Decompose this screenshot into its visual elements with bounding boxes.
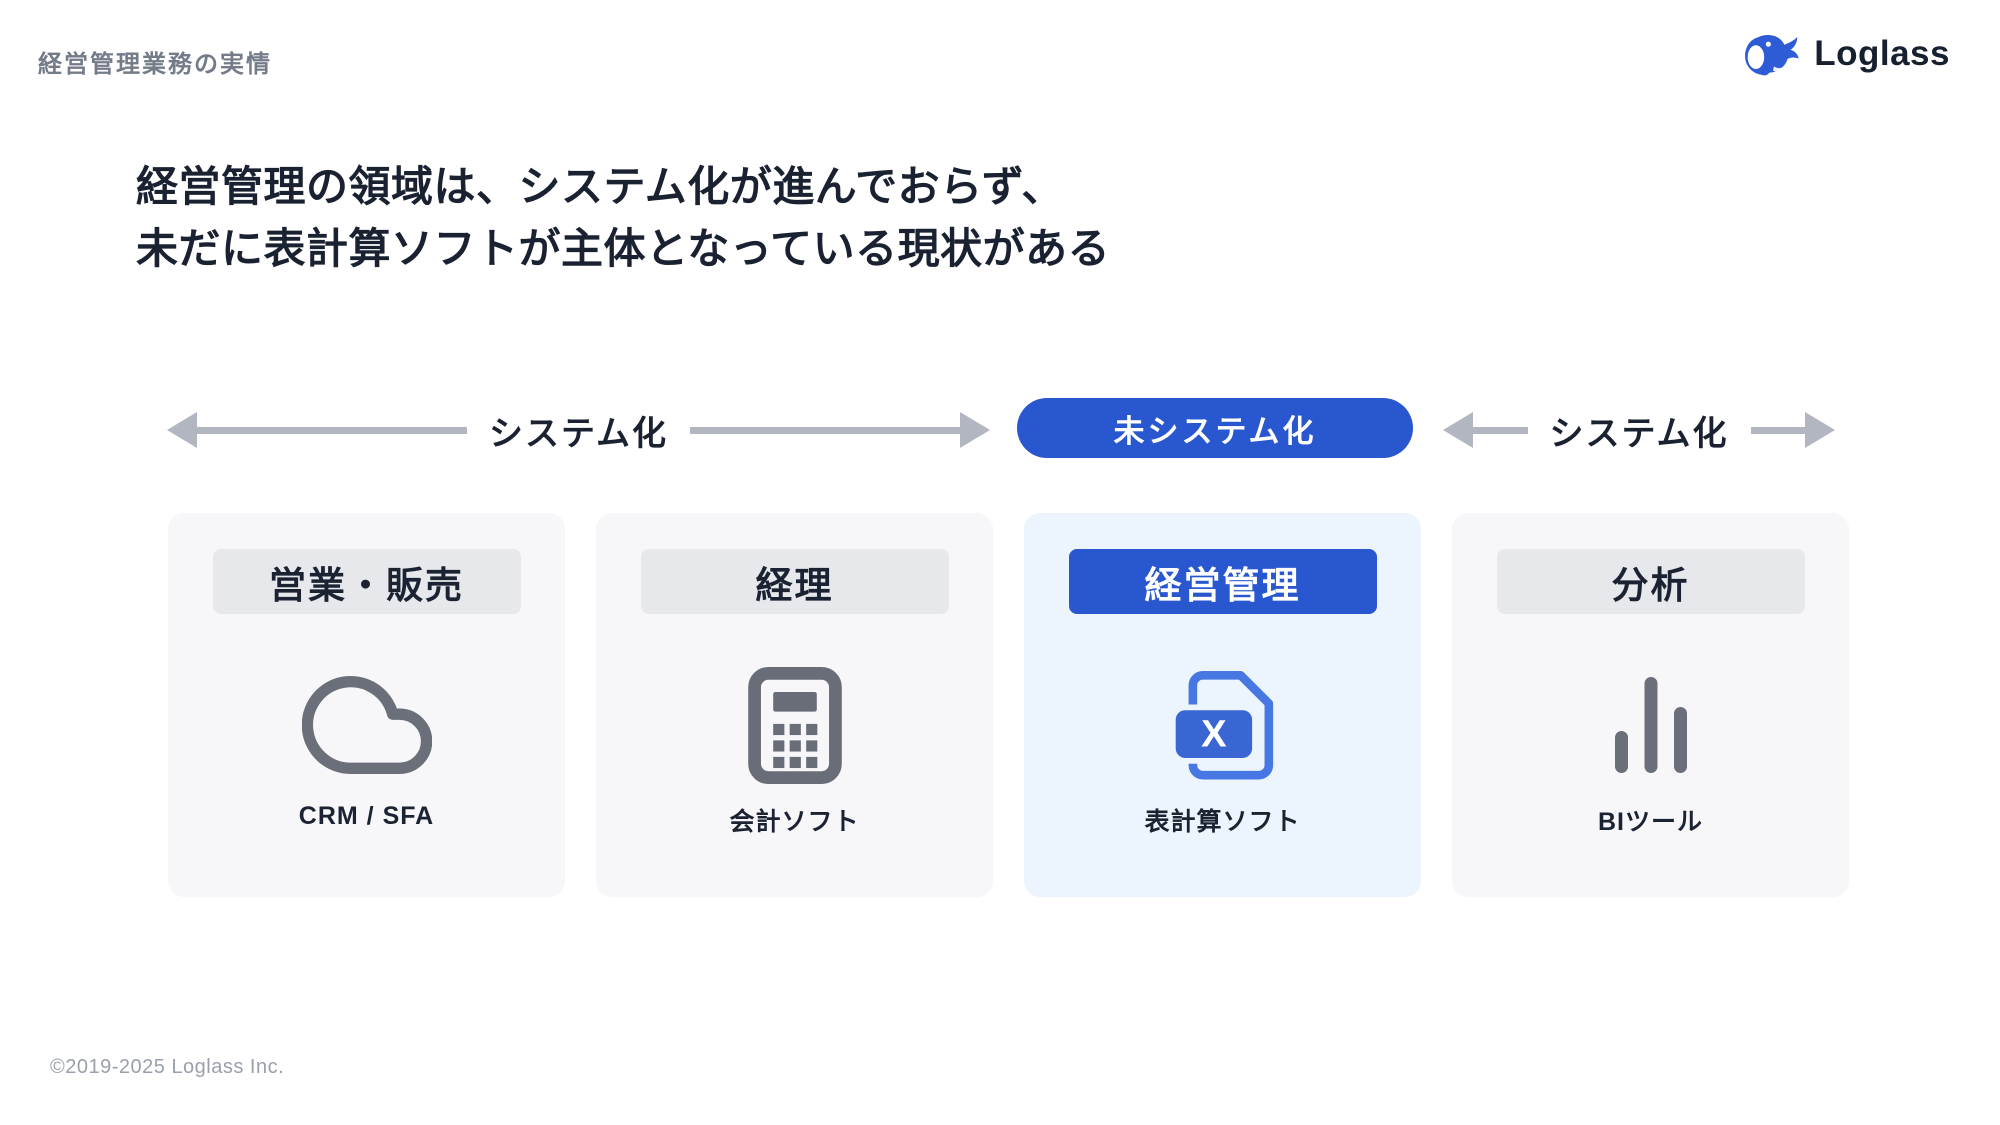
card-analysis-category: 分析 bbox=[1496, 549, 1805, 614]
card-accounting-tool: 会計ソフト bbox=[729, 808, 860, 836]
arrow-left-icon bbox=[1443, 412, 1473, 448]
card-sales: 営業・販売 CRM / SFA bbox=[168, 513, 565, 897]
svg-text:X: X bbox=[1201, 712, 1227, 755]
card-management: 経営管理 X 表計算ソフト bbox=[1024, 513, 1421, 897]
copyright: ©2019-2025 Loglass Inc. bbox=[50, 1056, 285, 1078]
arrow-right-icon bbox=[960, 412, 991, 448]
calculator-icon bbox=[747, 660, 843, 790]
card-management-tool: 表計算ソフト bbox=[1144, 808, 1301, 836]
arrow-left-icon bbox=[167, 412, 197, 448]
card-analysis-tool: BIツール bbox=[1597, 808, 1703, 836]
bar-chart-icon bbox=[1611, 660, 1691, 790]
card-sales-tool: CRM / SFA bbox=[298, 802, 435, 830]
card-accounting-category: 経理 bbox=[640, 549, 949, 614]
cloud-icon bbox=[301, 660, 432, 790]
headline-line2: 未だに表計算ソフトが主体となっている現状がある bbox=[136, 225, 1111, 272]
logo-text: Loglass bbox=[1814, 34, 1950, 73]
spreadsheet-file-icon: X bbox=[1169, 660, 1276, 790]
card-accounting: 経理 会計ソフト bbox=[596, 513, 993, 897]
page-title: 経営管理業務の実情 bbox=[38, 51, 272, 78]
headline: 経営管理の領域は、システム化が進んでおらず、 未だに表計算ソフトが主体となってい… bbox=[136, 156, 1110, 280]
card-management-category: 経営管理 bbox=[1068, 549, 1377, 614]
card-analysis: 分析 BIツール bbox=[1452, 513, 1849, 897]
not-systemized-badge: 未システム化 bbox=[1017, 398, 1413, 458]
systemized-left-arrow: システム化 bbox=[167, 409, 991, 453]
arrow-right-icon bbox=[1805, 412, 1836, 448]
headline-line1: 経営管理の領域は、システム化が進んでおらず、 bbox=[136, 163, 1064, 210]
systemized-left-label: システム化 bbox=[489, 414, 668, 453]
systemized-right-label: システム化 bbox=[1549, 414, 1729, 453]
systemized-right-arrow: システム化 bbox=[1443, 409, 1836, 453]
card-sales-category: 営業・販売 bbox=[212, 549, 521, 614]
whale-icon bbox=[1743, 31, 1805, 77]
logo: Loglass bbox=[1743, 31, 1950, 77]
